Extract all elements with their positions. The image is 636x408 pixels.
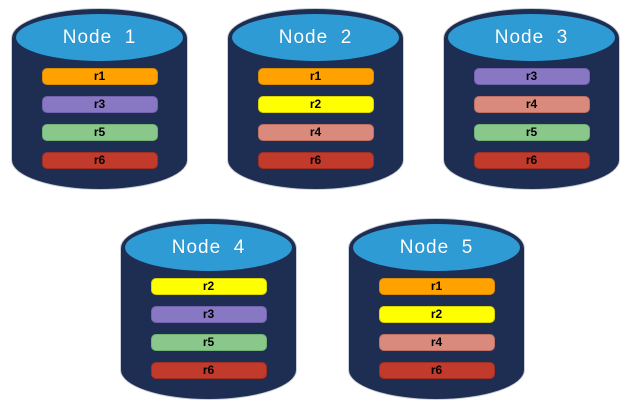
replica-bar: r2 xyxy=(257,96,374,113)
replica-bar: r5 xyxy=(41,124,158,141)
replica-bar: r3 xyxy=(473,68,590,85)
replica-bar: r4 xyxy=(378,334,495,351)
node-5-cylinder: Node 5 r1 r2 r4 r6 xyxy=(348,218,525,400)
node-2-replica-list: r1 r2 r4 r6 xyxy=(227,68,404,180)
node-4-replica-list: r2 r3 r5 r6 xyxy=(120,278,297,390)
replica-bar: r5 xyxy=(150,334,267,351)
replica-bar: r6 xyxy=(41,152,158,169)
node-4-label: Node 4 xyxy=(171,236,246,258)
database-cylinder-cap: Node 3 xyxy=(448,14,615,61)
replica-bar: r2 xyxy=(150,278,267,295)
replica-bar: r1 xyxy=(257,68,374,85)
replica-bar: r6 xyxy=(378,362,495,379)
node-3-replica-list: r3 r4 r5 r6 xyxy=(443,68,620,180)
node-3-label: Node 3 xyxy=(494,26,569,48)
replica-bar: r3 xyxy=(150,306,267,323)
node-2-cylinder: Node 2 r1 r2 r4 r6 xyxy=(227,8,404,190)
replica-bar: r5 xyxy=(473,124,590,141)
database-cylinder-cap: Node 2 xyxy=(232,14,399,61)
replica-bar: r1 xyxy=(378,278,495,295)
database-cylinder-cap: Node 1 xyxy=(16,14,183,61)
database-cylinder-cap: Node 4 xyxy=(125,224,292,271)
node-1-cylinder: Node 1 r1 r3 r5 r6 xyxy=(11,8,188,190)
replica-bar: r1 xyxy=(41,68,158,85)
node-1-replica-list: r1 r3 r5 r6 xyxy=(11,68,188,180)
database-cylinder-cap: Node 5 xyxy=(353,224,520,271)
replica-bar: r3 xyxy=(41,96,158,113)
replica-bar: r6 xyxy=(257,152,374,169)
replica-bar: r4 xyxy=(473,96,590,113)
node-2-label: Node 2 xyxy=(278,26,353,48)
replica-bar: r6 xyxy=(150,362,267,379)
node-5-label: Node 5 xyxy=(399,236,474,258)
node-1-label: Node 1 xyxy=(62,26,137,48)
node-5-replica-list: r1 r2 r4 r6 xyxy=(348,278,525,390)
replica-bar: r6 xyxy=(473,152,590,169)
replica-bar: r2 xyxy=(378,306,495,323)
node-4-cylinder: Node 4 r2 r3 r5 r6 xyxy=(120,218,297,400)
replica-bar: r4 xyxy=(257,124,374,141)
node-3-cylinder: Node 3 r3 r4 r5 r6 xyxy=(443,8,620,190)
